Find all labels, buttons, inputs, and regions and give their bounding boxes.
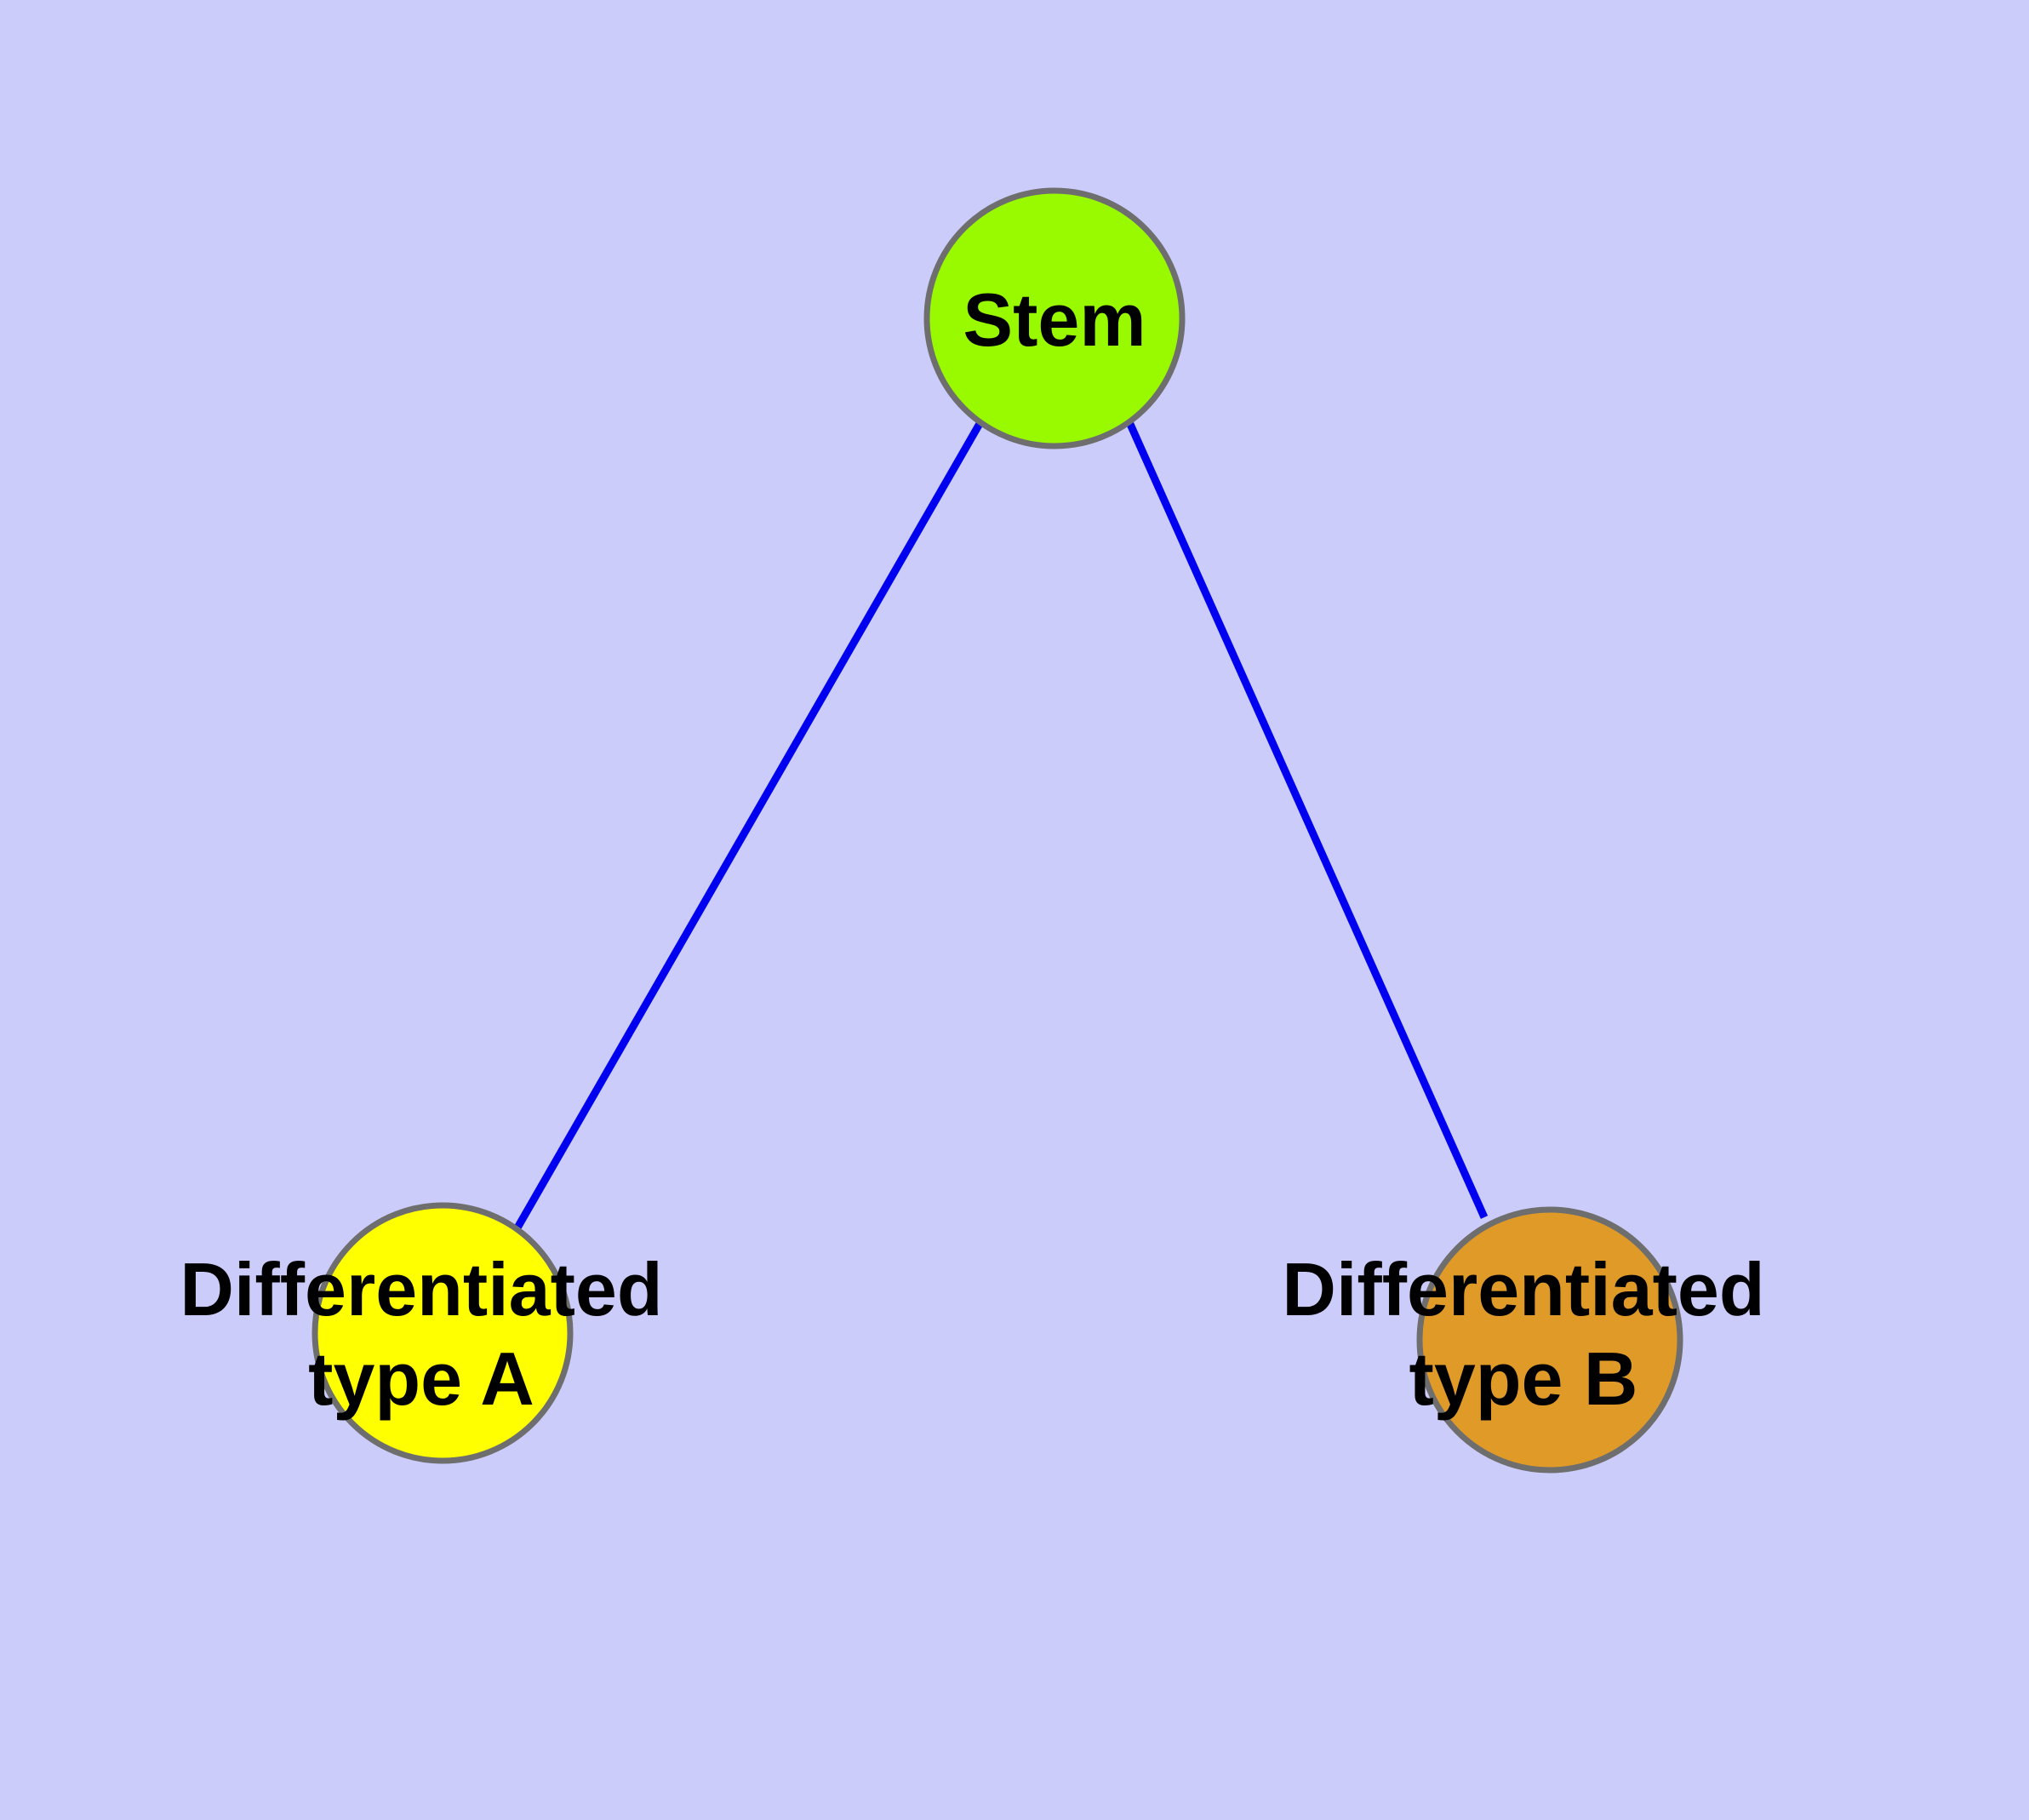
label-line: type A bbox=[308, 1336, 534, 1421]
label-line: type B bbox=[1409, 1336, 1638, 1421]
node-label-stem: Stem bbox=[963, 278, 1146, 362]
edge-stem-to-a[interactable] bbox=[513, 420, 984, 1232]
node-diff-b[interactable] bbox=[1416, 1206, 1683, 1474]
edges-group bbox=[513, 420, 1489, 1232]
label-line: Stem bbox=[963, 278, 1146, 362]
nodes-group bbox=[311, 187, 1683, 1474]
label-line: Differentiated bbox=[180, 1247, 662, 1331]
edge-stem-to-b[interactable] bbox=[1125, 421, 1489, 1219]
node-stem[interactable] bbox=[923, 187, 1186, 449]
node-diff-a[interactable] bbox=[311, 1202, 574, 1464]
label-line: Differentiated bbox=[1282, 1247, 1764, 1331]
